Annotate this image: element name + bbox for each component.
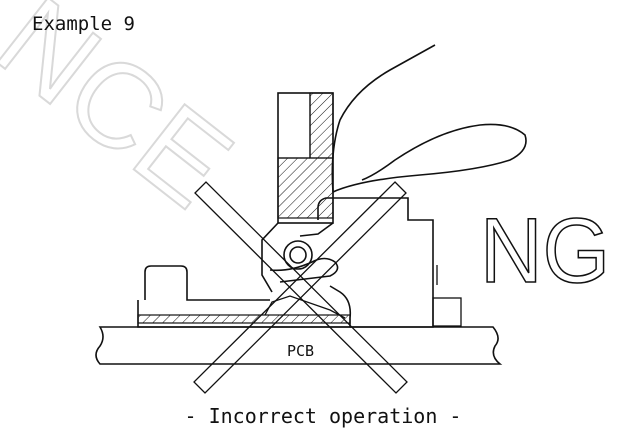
caption: - Incorrect operation -: [185, 404, 462, 428]
example-title: Example 9: [32, 13, 135, 35]
pcb-label: PCB: [287, 342, 314, 360]
pcb-board: PCB: [95, 326, 503, 365]
ng-verdict: NG: [480, 200, 610, 302]
connector-base: [137, 265, 352, 328]
connector-housing: [317, 197, 462, 328]
actuator-lever: [261, 92, 334, 293]
hinge-pin: [269, 240, 339, 283]
x-mark: [193, 181, 408, 394]
finger: [331, 44, 527, 193]
